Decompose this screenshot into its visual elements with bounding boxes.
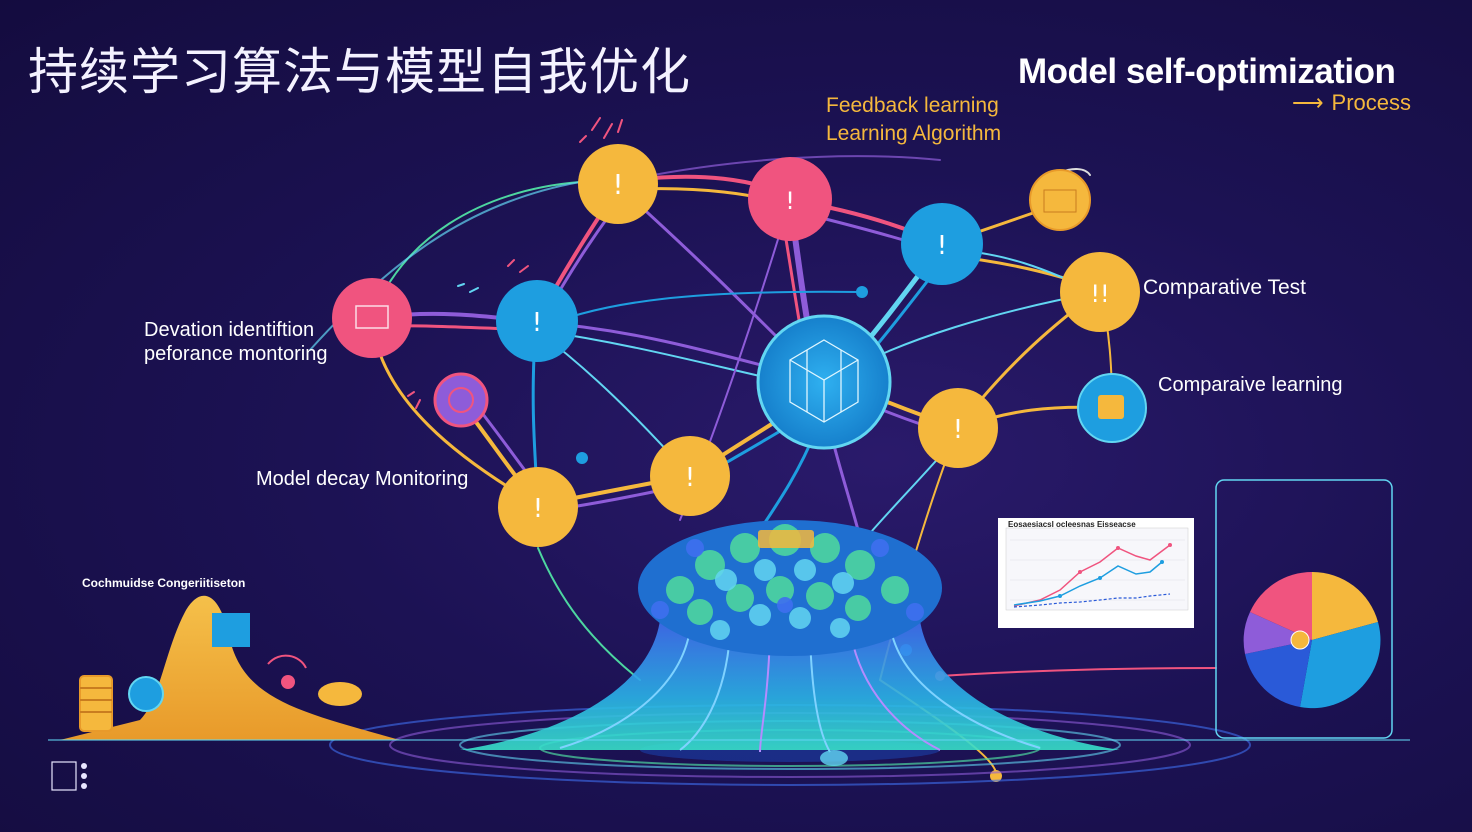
exclamation-icon: ! (937, 231, 947, 261)
continuous-optimization-label: Cochmuidse Congeriitiseton (82, 576, 246, 590)
exclamation-icon: ! (685, 463, 695, 493)
page-title-cn: 持续学习算法与模型自我优化 (28, 43, 691, 101)
process-label: ⟶Process (1292, 90, 1412, 115)
small-decoration (267, 654, 848, 766)
exclamation-icon: ! (533, 494, 543, 524)
node-comparative-learning[interactable] (1077, 373, 1147, 443)
line-chart-panel (998, 518, 1194, 628)
model-decay-label: Model decay Monitoring (256, 468, 469, 490)
exclamation-icon: !! (1090, 280, 1109, 308)
exclamation-icon: ! (785, 187, 795, 215)
node-yellow-top[interactable]: ! (578, 144, 658, 224)
comparative-learning-label: Comparaive learning (1158, 374, 1343, 396)
node-blue-right[interactable]: ! (901, 203, 983, 285)
comparative-test-label: Comparative Test (1143, 276, 1307, 299)
node-comparative-test[interactable]: !! (1060, 252, 1140, 332)
crystal-core-icon (789, 339, 859, 423)
arrow-right-icon: ⟶ (1292, 90, 1324, 115)
line-chart-title: Eosaesiacsl ocleesnas Eisseacse (1008, 520, 1136, 529)
node-deviation[interactable] (332, 278, 412, 358)
node-yellow-mid[interactable]: ! (650, 436, 730, 516)
node-yellow-small-right[interactable] (1029, 169, 1091, 231)
page-title-en: Model self-optimization (1018, 52, 1396, 91)
data-fountain (329, 520, 1251, 786)
feedback-label: Feedback learning Learning Algorithm (826, 94, 1002, 145)
node-yellow-mid-right[interactable]: ! (918, 388, 998, 468)
node-pink-top[interactable]: ! (748, 157, 832, 241)
node-purple-small[interactable] (433, 372, 489, 428)
deviation-label: Devation identiftion peforance montoring (144, 319, 328, 365)
node-model-decay[interactable]: ! (498, 467, 578, 547)
node-blue-left[interactable]: ! (496, 280, 578, 362)
progress-mountain (48, 595, 1410, 741)
exclamation-icon: ! (953, 415, 963, 445)
legend-icon (51, 761, 87, 791)
sparkle-decoration (407, 117, 623, 409)
exclamation-icon: ! (532, 308, 542, 338)
node-core[interactable] (756, 314, 892, 450)
exclamation-icon: ! (612, 168, 623, 201)
pie-chart-panel (1215, 479, 1393, 739)
